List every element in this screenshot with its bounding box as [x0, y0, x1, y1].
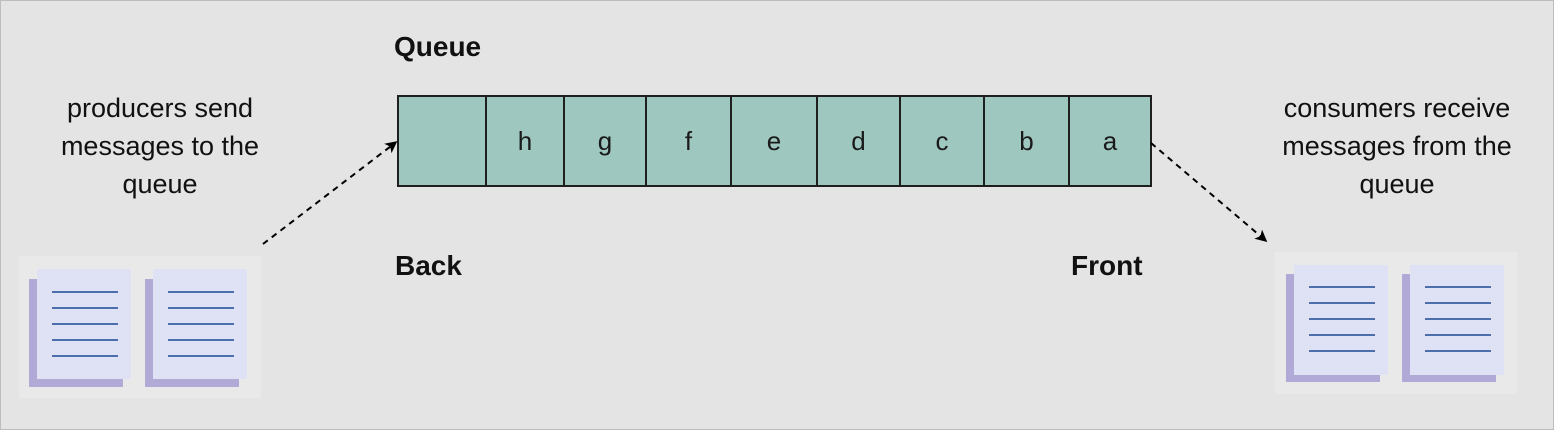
producers-line-1: producers send: [66, 93, 254, 123]
message-document-icon: [29, 269, 131, 387]
queue-cell: f: [645, 97, 730, 185]
consumer-messages-icon: [1275, 252, 1517, 394]
message-document-icon: [1286, 265, 1388, 382]
consumers-line-3: queue: [1359, 169, 1435, 199]
front-label: Front: [1071, 250, 1143, 281]
consumers-description: consumers receive messages from the queu…: [1245, 89, 1549, 203]
producer-arrow: [262, 141, 398, 245]
queue-cell: c: [899, 97, 983, 185]
message-document-icon: [1402, 265, 1504, 382]
queue-cell: e: [730, 97, 816, 185]
queue-box: h g f e d c b a: [397, 95, 1152, 187]
queue-cell: a: [1068, 97, 1150, 185]
queue-title: Queue: [394, 31, 482, 62]
queue-cell: h: [485, 97, 563, 185]
producers-description: producers send messages to the queue: [21, 89, 299, 203]
consumer-arrow: [1150, 142, 1268, 242]
queue-cell: g: [563, 97, 645, 185]
back-label: Back: [395, 250, 462, 281]
queue-cell: b: [983, 97, 1068, 185]
consumers-line-2: messages from the: [1282, 131, 1512, 161]
producers-line-2: messages to the: [60, 131, 260, 161]
consumers-line-1: consumers receive: [1283, 93, 1511, 123]
producers-line-3: queue: [122, 169, 198, 199]
queue-cell: d: [816, 97, 899, 185]
message-document-icon: [145, 269, 247, 387]
producer-messages-icon: [19, 256, 261, 398]
